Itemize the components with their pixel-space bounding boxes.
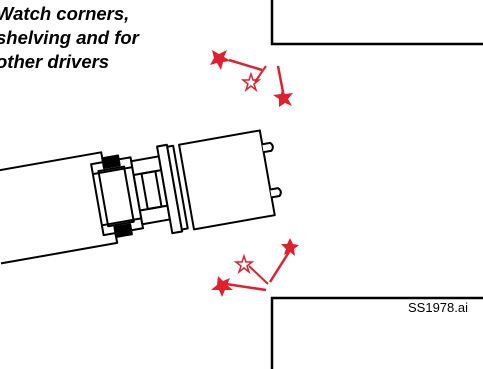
file-label: SS1978.ai (408, 300, 468, 315)
caption-line-3: other drivers (0, 51, 110, 72)
forklift-wheel-top (101, 154, 121, 170)
outline-star-icon (240, 71, 262, 93)
upper-impact-marks (210, 50, 293, 107)
red-star-burst-icon (281, 238, 299, 256)
forklift-topview-icon (0, 129, 282, 265)
red-star-burst-icon (273, 88, 293, 107)
lower-impact-marks (211, 238, 299, 297)
red-star-burst-icon (211, 276, 233, 297)
caption-text: Watch corners, shelving and for other dr… (0, 2, 171, 74)
forklift-load (178, 129, 276, 231)
red-star-burst-icon (210, 50, 231, 70)
upper-shelving-corner (270, 0, 483, 46)
caption-line-2: shelving and for (0, 27, 139, 48)
lower-shelving-corner (270, 296, 483, 369)
forklift-fork-tip-bottom (270, 187, 282, 199)
outline-star-icon (233, 253, 255, 275)
caption-line-1: Watch corners, (0, 3, 130, 24)
forklift-fork-tip-top (262, 141, 274, 154)
forklift-wheel-bottom (113, 223, 133, 239)
